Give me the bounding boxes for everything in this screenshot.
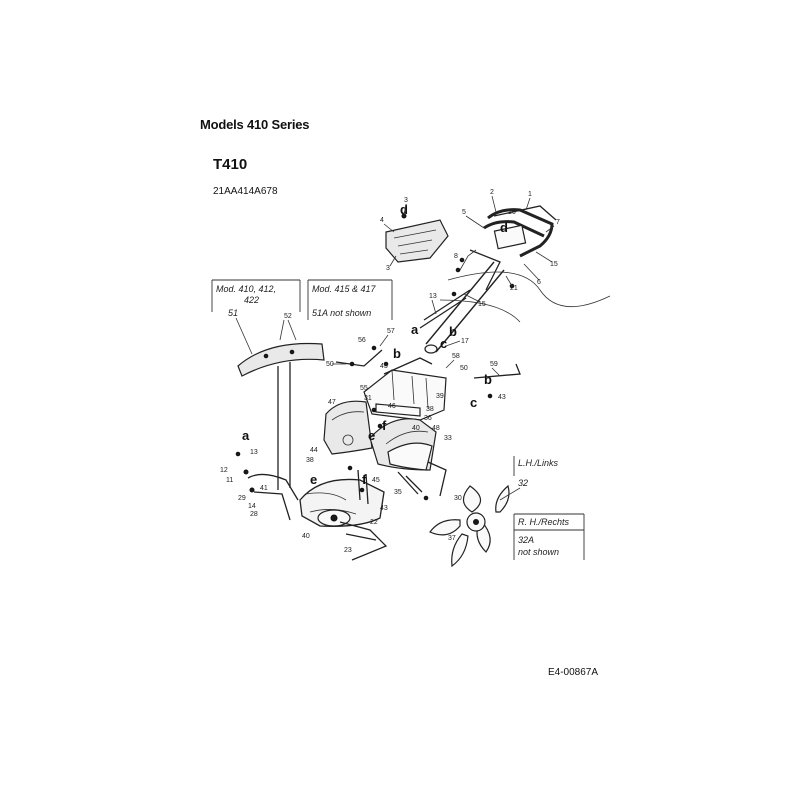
part-number-labels: 3 4 3 2 5 16 7 1 8 6 15 21 15 13 17 57 5… <box>220 189 560 554</box>
part-3b: 3 <box>386 265 390 272</box>
part-13b: 13 <box>250 449 258 456</box>
part-2: 2 <box>490 189 494 196</box>
part-38b: 38 <box>306 457 314 464</box>
part-6: 6 <box>537 279 541 286</box>
callout-mod-415-line1: Mod. 415 & 417 <box>312 284 377 294</box>
part-15b: 15 <box>478 301 486 308</box>
part-58: 58 <box>452 353 460 360</box>
part-38a: 38 <box>426 406 434 413</box>
fasteners <box>235 213 515 501</box>
ref-letter-e2: e <box>310 472 317 487</box>
part-41: 41 <box>260 485 268 492</box>
part-29: 29 <box>238 495 246 502</box>
part-43a: 43 <box>380 363 388 370</box>
part-44: 44 <box>310 447 318 454</box>
ref-letter-b3: b <box>484 372 492 387</box>
part-50b: 50 <box>460 365 468 372</box>
callout-mod-410-line1: Mod. 410, 412, <box>216 284 276 294</box>
ref-letter-b2: b <box>393 346 401 361</box>
part-47: 47 <box>328 399 336 406</box>
part-3a: 3 <box>404 197 408 204</box>
part-40b: 40 <box>302 533 310 540</box>
part-31: 31 <box>364 395 372 402</box>
part-8: 8 <box>454 253 458 260</box>
part-21: 21 <box>510 285 518 292</box>
handle-tube <box>419 249 505 354</box>
leader-lines <box>235 195 555 501</box>
part-32: 32 <box>518 478 528 488</box>
part-43b: 43 <box>498 394 506 401</box>
tine-assembly-32 <box>429 484 510 568</box>
part-35: 35 <box>394 489 402 496</box>
part-17: 17 <box>461 338 469 345</box>
ref-letter-c1: c <box>440 336 447 351</box>
model-code: 21AA414A678 <box>213 186 278 197</box>
ref-letter-d2: d <box>500 220 508 235</box>
handle-panel-4 <box>385 219 449 263</box>
part-5: 5 <box>462 209 466 216</box>
part-16: 16 <box>508 209 516 216</box>
part-56: 56 <box>358 337 366 344</box>
callout-box-mod-415: Mod. 415 & 417 51A not shown <box>307 279 393 320</box>
part-23: 23 <box>344 547 352 554</box>
callout-rh-line3: not shown <box>518 547 559 557</box>
callout-lh: L.H./Links <box>513 456 559 476</box>
part-15a: 15 <box>550 261 558 268</box>
callout-mod-410-line2: 422 <box>244 295 259 305</box>
ref-letter-c2: c <box>470 395 477 410</box>
tine-shield-right-48 <box>369 418 437 471</box>
callout-rh-line1: R. H./Rechts <box>518 517 570 527</box>
part-4: 4 <box>380 217 384 224</box>
part-13a: 13 <box>429 293 437 300</box>
part-36: 36 <box>424 415 432 422</box>
callout-box-mod-410: Mod. 410, 412, 422 <box>211 279 301 312</box>
ref-letter-b1: b <box>449 324 457 339</box>
handlebar-assembly <box>469 205 557 291</box>
part-43c: 43 <box>380 505 388 512</box>
callout-mod-415-line2: 51A not shown <box>312 308 371 318</box>
part-7: 7 <box>556 219 560 226</box>
part-11: 11 <box>226 477 233 484</box>
part-37: 37 <box>448 535 456 542</box>
part-57: 57 <box>387 328 395 335</box>
part-33: 33 <box>444 435 452 442</box>
part-14: 14 <box>248 503 256 510</box>
ref-letter-e1: e <box>368 428 375 443</box>
callout-rh-line2: 32A <box>518 535 534 545</box>
callout-lh-text: L.H./Links <box>518 458 559 468</box>
part-55: 55 <box>360 385 368 392</box>
tine-frame <box>339 461 447 561</box>
part-40a: 40 <box>412 425 420 432</box>
part-52: 52 <box>284 313 292 320</box>
model-title: T410 <box>213 156 248 173</box>
part-50a: 50 <box>326 361 334 368</box>
ref-letter-a2: a <box>242 428 250 443</box>
part-46: 46 <box>388 403 396 410</box>
part-30: 30 <box>454 495 462 502</box>
series-title: Models 410 Series <box>200 117 310 132</box>
control-cables <box>335 271 611 379</box>
part-1: 1 <box>528 191 532 198</box>
part-51: 51 <box>228 308 238 318</box>
ref-letter-f1: f <box>382 418 387 433</box>
callout-rh: R. H./Rechts 32A not shown <box>513 513 585 560</box>
part-28: 28 <box>250 511 258 518</box>
document-code: E4-00867A <box>548 667 599 678</box>
part-22: 22 <box>370 519 378 526</box>
part-39: 39 <box>436 393 444 400</box>
ref-letter-f2: f <box>362 472 367 487</box>
debris-shield-51 <box>237 342 325 490</box>
part-59: 59 <box>490 361 498 368</box>
ref-letter-a1: a <box>411 322 419 337</box>
part-45: 45 <box>372 477 380 484</box>
part-48: 48 <box>432 425 440 432</box>
ref-letter-d1: d <box>400 202 408 217</box>
part-12: 12 <box>220 467 228 474</box>
tine-shield-left-47 <box>323 400 373 455</box>
